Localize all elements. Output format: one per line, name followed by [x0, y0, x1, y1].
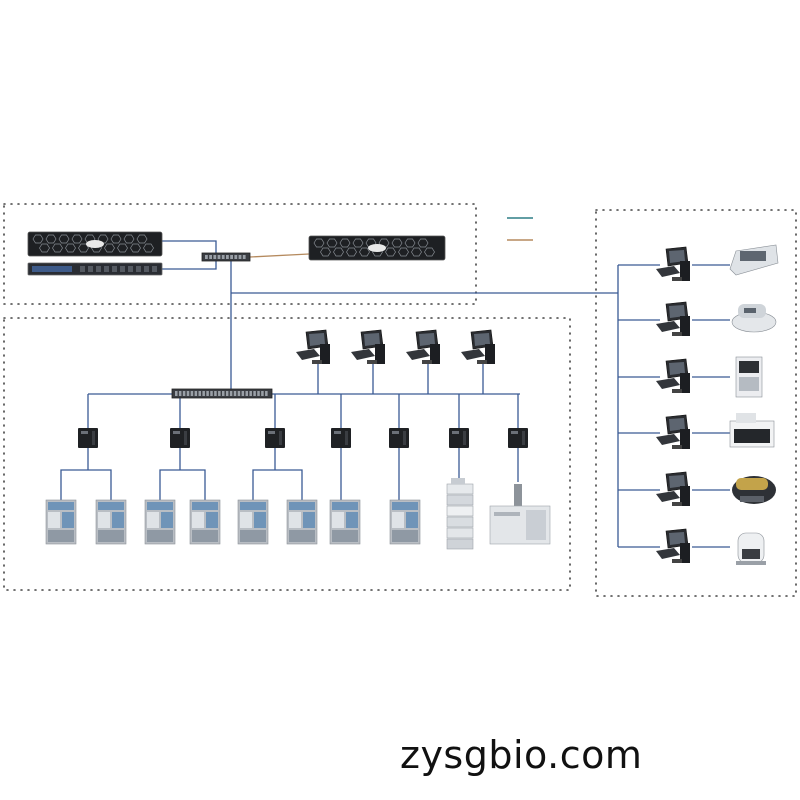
workstation-icon — [656, 301, 690, 336]
lab-zone — [3, 317, 571, 591]
workstation-icon — [296, 329, 330, 364]
network-link — [252, 469, 303, 500]
desktop-instrument-icon — [736, 532, 766, 565]
network-link — [162, 240, 217, 256]
thermal-analyzer-icon — [731, 304, 777, 333]
network-link — [162, 261, 217, 270]
terminal-icon — [78, 428, 98, 448]
server-icon — [27, 231, 163, 257]
terminal-icon — [265, 428, 285, 448]
server-icon — [308, 235, 446, 261]
plate-reader-icon — [729, 413, 775, 448]
workstation-icon — [656, 414, 690, 449]
terminal-icon — [508, 428, 528, 448]
switch-icon — [201, 252, 251, 262]
remote-instrument-zone — [595, 209, 797, 597]
lc-system-icon — [389, 499, 421, 545]
lc-system-icon — [144, 499, 176, 545]
lc-system-icon — [189, 499, 221, 545]
server-icon — [27, 262, 163, 276]
workstation-icon — [351, 329, 385, 364]
uv-spectrometer-icon — [729, 244, 779, 276]
workstation-icon — [656, 246, 690, 281]
workstation-icon — [461, 329, 495, 364]
stacked-lc-icon — [446, 478, 474, 550]
switch-icon — [171, 388, 273, 399]
benchtop-analyzer-icon — [732, 476, 776, 504]
lc-system-icon — [95, 499, 127, 545]
workstation-icon — [656, 358, 690, 393]
terminal-icon — [170, 428, 190, 448]
lc-system-icon — [237, 499, 269, 545]
legend — [507, 217, 533, 241]
workstation-icon — [656, 471, 690, 506]
workstation-icon — [406, 329, 440, 364]
network-link — [60, 469, 112, 500]
network-link — [159, 469, 206, 500]
fiber-link — [249, 253, 310, 258]
lc-system-icon — [329, 499, 361, 545]
lc-system-icon — [286, 499, 318, 545]
pcr-cycler-icon — [735, 356, 763, 398]
terminal-icon — [449, 428, 469, 448]
gc-system-icon — [489, 484, 551, 545]
terminal-icon — [331, 428, 351, 448]
terminal-icon — [389, 428, 409, 448]
lc-system-icon — [45, 499, 77, 545]
workstation-icon — [656, 528, 690, 563]
watermark: zysgbio.com — [400, 733, 643, 777]
